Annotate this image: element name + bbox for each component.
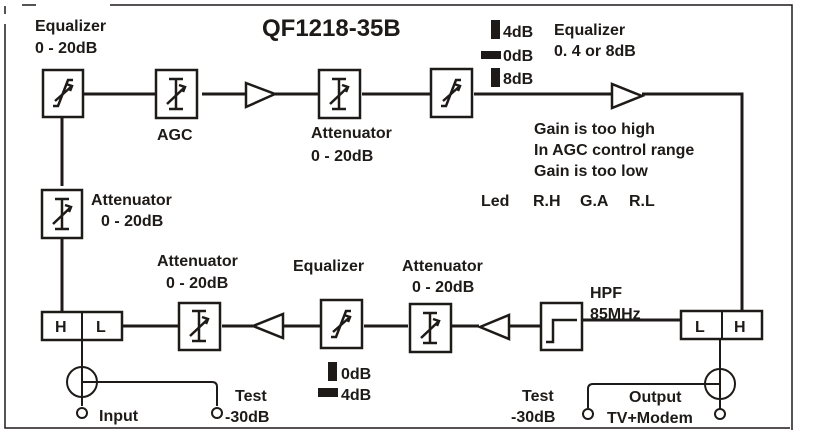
input-test-port[interactable]: [211, 407, 223, 419]
jumper-horizontal-icon: [481, 51, 501, 59]
status-line: In AGC control range: [534, 142, 694, 159]
jumper-vertical-icon: [491, 20, 500, 39]
amplifier-icon: [244, 81, 279, 109]
output-diplexer: L H: [679, 309, 764, 341]
input-diplexer: H L: [40, 310, 124, 342]
directional-coupler-icon: [704, 368, 736, 400]
input-test-label: Test: [235, 388, 267, 405]
jumper-horizontal-icon: [318, 388, 338, 397]
status-legend: Gain is too high In AGC control range Ga…: [481, 121, 694, 210]
high-pass-filter-icon: [546, 318, 577, 344]
output-test-port[interactable]: [582, 408, 594, 420]
equalizer-2-range: 0. 4 or 8dB: [554, 43, 636, 60]
input-label: Input: [99, 408, 139, 425]
diplexer-high-label: H: [55, 319, 67, 336]
diplexer-high-label: H: [734, 319, 746, 336]
forward-attenuator-label: Attenuator: [311, 125, 392, 142]
jumper-setting-label: 0dB: [503, 48, 533, 65]
jumper-setting-label: 4dB: [503, 24, 533, 41]
return-equalizer-jumpers: 0dB 4dB: [318, 362, 371, 404]
forward-attenuator: [317, 68, 362, 120]
led-code: R.L: [629, 193, 655, 210]
input-attenuator-range: 0 - 20dB: [101, 213, 163, 230]
signal-wires: [60, 92, 744, 410]
equalizer-2-label: Equalizer: [554, 22, 625, 39]
diplexer-low-label: L: [96, 319, 106, 336]
agc-block: [154, 68, 199, 120]
directional-coupler-icon: [66, 366, 98, 398]
jumper-setting-label: 4dB: [341, 387, 371, 404]
jumper-vertical-icon: [328, 362, 337, 381]
return-equalizer: [319, 298, 364, 350]
high-pass-filter: [539, 301, 584, 352]
return-attenuator-1-label: Attenuator: [157, 253, 238, 270]
return-attenuator-1-range: 0 - 20dB: [166, 275, 228, 292]
input-test-value: -30dB: [225, 409, 269, 426]
amplifier-icon: [249, 312, 285, 340]
amplifier-icon: [610, 82, 646, 110]
equalizer-1-label: Equalizer: [35, 18, 106, 35]
return-attenuator-1: [177, 301, 222, 352]
led-code: G.A: [580, 193, 609, 210]
amplifier-icon: [476, 313, 511, 341]
led-code: R.H: [533, 193, 561, 210]
output-test-label: Test: [522, 388, 554, 405]
output-label: Output: [629, 389, 682, 406]
return-attenuator-2-range: 0 - 20dB: [412, 279, 474, 296]
equalizer-2-jumpers: 4dB 0dB 8dB: [481, 20, 533, 88]
equalizer-1: [41, 68, 85, 119]
forward-attenuator-range: 0 - 20dB: [311, 148, 373, 165]
jumper-setting-label: 0dB: [341, 366, 371, 383]
jumper-setting-label: 8dB: [503, 71, 533, 88]
agc-label: AGC: [157, 127, 193, 144]
jumper-vertical-icon: [491, 68, 500, 87]
hpf-cutoff: 85MHz: [590, 306, 641, 323]
led-label: Led: [481, 193, 509, 210]
status-line: Gain is too high: [534, 121, 655, 138]
return-attenuator-2: [408, 302, 453, 354]
input-port[interactable]: [76, 407, 88, 419]
return-attenuator-2-label: Attenuator: [402, 258, 483, 275]
output-port[interactable]: [714, 408, 726, 420]
diagram-title: QF1218-35B: [262, 15, 401, 42]
input-attenuator-label: Attenuator: [91, 192, 172, 209]
return-equalizer-label: Equalizer: [293, 258, 364, 275]
diplexer-low-label: L: [695, 319, 705, 336]
output-test-value: -30dB: [511, 409, 555, 426]
diagram-frame: [4, 4, 793, 430]
input-attenuator: [40, 188, 84, 240]
equalizer-1-range: 0 - 20dB: [35, 40, 97, 57]
equalizer-2: [429, 67, 474, 119]
hpf-label: HPF: [590, 285, 622, 302]
status-line: Gain is too low: [534, 163, 648, 180]
output-value: TV+Modem: [607, 410, 693, 427]
